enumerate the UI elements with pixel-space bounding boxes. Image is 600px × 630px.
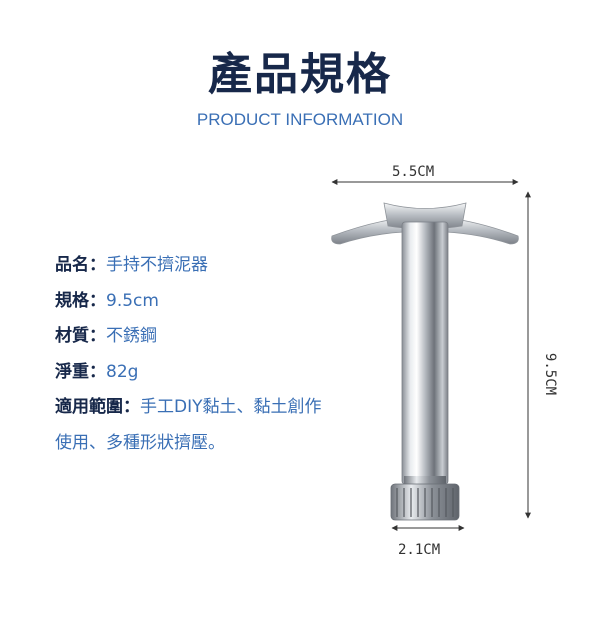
spec-key: 規格：: [55, 290, 106, 311]
spec-row-usage-cont: 使用、多種形狀擠壓。: [55, 426, 322, 462]
spec-row-name: 品名：手持不擠泥器: [55, 248, 322, 284]
spec-value: 9.5cm: [106, 290, 159, 311]
spec-row-material: 材質：不銹鋼: [55, 319, 322, 355]
right-wing: [445, 217, 519, 245]
spec-key: 品名：: [55, 255, 106, 275]
spec-value: 手持不擠泥器: [106, 255, 208, 275]
spec-row-usage: 適用範圍：手工DIY黏土、黏土創作: [55, 390, 322, 426]
spec-row-size: 規格：9.5cm: [55, 284, 322, 320]
spec-list: 品名：手持不擠泥器 規格：9.5cm 材質：不銹鋼 淨重：82g 適用範圍：手工…: [55, 248, 322, 461]
left-wing: [331, 217, 405, 245]
spec-value: 82g: [106, 361, 139, 382]
barrel: [401, 221, 449, 485]
spec-value: 手工DIY黏土、黏土創作: [140, 397, 322, 417]
spec-row-weight: 淨重：82g: [55, 355, 322, 391]
spec-key: 淨重：: [55, 361, 106, 382]
page-subtitle: PRODUCT INFORMATION: [196, 110, 404, 129]
spec-value: 不銹鋼: [106, 326, 157, 346]
base-cap-ridges: [396, 488, 454, 517]
spec-key: 適用範圍：: [55, 397, 140, 417]
page-title: 產品規格: [208, 49, 392, 100]
base-dimension-label: 2.1CM: [398, 542, 441, 558]
spec-key: 材質：: [55, 326, 106, 346]
spec-value: 使用、多種形狀擠壓。: [55, 432, 225, 453]
height-dimension-label: 9.5CM: [542, 352, 558, 396]
width-dimension-label: 5.5CM: [392, 164, 435, 180]
